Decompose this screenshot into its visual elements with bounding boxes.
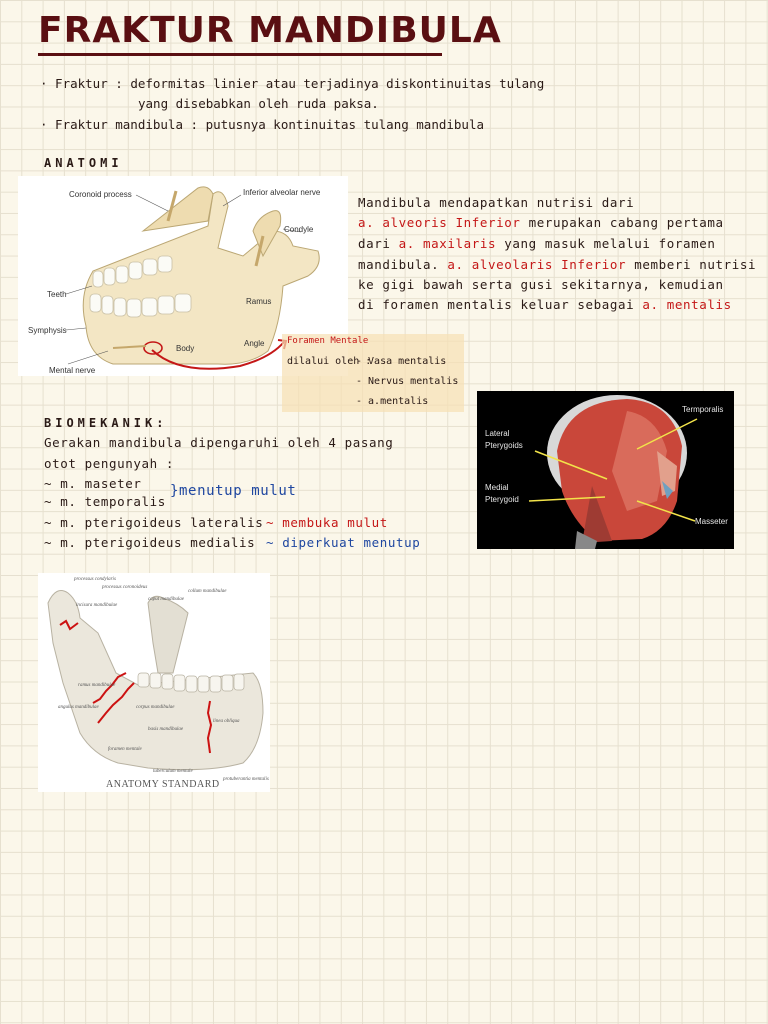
label-angulus: angulus mandibulae bbox=[58, 705, 99, 710]
label-ramus: ramus mandibulae bbox=[78, 683, 116, 688]
label-body: Body bbox=[176, 344, 195, 353]
nutrition-line-6: di foramen mentalis keluar sebagai a. me… bbox=[358, 297, 732, 312]
nutrition-line-2-rest: merupakan cabang pertama bbox=[520, 215, 724, 230]
label-condyle: Condyle bbox=[284, 225, 314, 234]
muscle-pterigoideus-medialis: ~ m. pterigoideus medialis bbox=[44, 535, 256, 550]
label-medial: Medial bbox=[485, 483, 509, 492]
a-alveolaris-inferior: a. alveolaris Inferior bbox=[447, 257, 627, 272]
biomekanik-line-1: Gerakan mandibula dipengaruhi oleh 4 pas… bbox=[44, 435, 394, 450]
label-proc-condylaris: processus condylaris bbox=[74, 577, 116, 582]
anatomy-standard-caption: ANATOMY STANDARD bbox=[106, 779, 220, 790]
label-symphysis: Symphysis bbox=[28, 326, 67, 335]
note-membuka-mulut: ~ membuka mulut bbox=[266, 515, 388, 530]
jaw-illustration bbox=[65, 186, 320, 365]
foramen-mentale-box bbox=[282, 334, 464, 412]
definition-fraktur-cont: yang disebabkan oleh ruda paksa. bbox=[138, 96, 379, 111]
note-diperkuat-menutup: ~ diperkuat menutup bbox=[266, 535, 421, 550]
definition-fraktur-prefix: · Fraktur : bbox=[40, 76, 131, 91]
nutrition-line-2: a. alveoris Inferior merupakan cabang pe… bbox=[358, 215, 724, 230]
definition-fraktur-mandibula: · Fraktur mandibula : putusnya kontinuit… bbox=[40, 117, 485, 132]
nutrition-line-1: Mandibula mendapatkan nutrisi dari bbox=[358, 195, 635, 210]
label-incisura: incisura mandibulae bbox=[76, 603, 118, 608]
biomekanik-line-2: otot pengunyah : bbox=[44, 456, 175, 471]
foramen-via: dilalui oleh : bbox=[287, 356, 372, 367]
nutrition-line-5: ke gigi bawah serta gusi sekitarnya, kem… bbox=[358, 277, 724, 292]
nutrition-line-6-pre: di foramen mentalis keluar sebagai bbox=[358, 297, 643, 312]
label-masseter: Masseter bbox=[695, 517, 728, 526]
label-linea-obliqua: linea obliqua bbox=[213, 719, 240, 724]
title-underline bbox=[38, 53, 442, 56]
nutrition-line-3-rest: yang masuk melalui foramen bbox=[496, 236, 716, 251]
label-foramen: foramen mentale bbox=[108, 747, 142, 752]
nutrition-line-4: mandibula. a. alveolaris Inferior member… bbox=[358, 257, 756, 272]
a-alveoris-inferior: a. alveoris Inferior bbox=[358, 215, 521, 230]
label-caput: caput mandibulae bbox=[148, 597, 184, 602]
foramen-item: - Vasa mentalis bbox=[356, 356, 447, 367]
muscle-maseter: ~ m. maseter bbox=[44, 476, 142, 491]
label-protuberantia: protuberantia mentalis bbox=[223, 777, 269, 782]
label-coronoid-process: Coronoid process bbox=[69, 190, 132, 199]
foramen-item: - Nervus mentalis bbox=[356, 376, 459, 387]
nutrition-line-3: dari a. maxilaris yang masuk melalui for… bbox=[358, 236, 716, 251]
label-corpus: corpus mandibulae bbox=[136, 705, 175, 710]
head-muscle-illustration bbox=[528, 395, 698, 549]
nutrition-line-3-pre: dari bbox=[358, 236, 399, 251]
mandible-bone-illustration bbox=[47, 590, 264, 771]
foramen-title: Foramen Mentale bbox=[287, 336, 369, 346]
muscle-temporalis: ~ m. temporalis bbox=[44, 494, 166, 509]
page-title: FRAKTUR MANDIBULA bbox=[38, 10, 502, 51]
definition-fraktur-text: deformitas linier atau terjadinya diskon… bbox=[130, 76, 545, 91]
biomekanik-heading: BIOMEKANIK: bbox=[44, 416, 168, 430]
note-menutup-mulut: }menutup mulut bbox=[170, 483, 297, 499]
definition-fraktur: · Fraktur : deformitas linier atau terja… bbox=[40, 76, 544, 91]
jaw-anatomy-figure: Coronoid process Inferior alveolar nerve… bbox=[18, 176, 348, 376]
nutrition-line-4-rest: memberi nutrisi bbox=[626, 257, 757, 272]
mandible-fracture-figure: processus condylaris processus coronoide… bbox=[38, 573, 270, 792]
label-mental-nerve: Mental nerve bbox=[49, 366, 96, 375]
label-lateral: Lateral bbox=[485, 429, 510, 438]
label-temporalis: Termporalis bbox=[682, 405, 724, 414]
label-pterygoids: Pterygoids bbox=[485, 441, 523, 450]
a-maxilaris: a. maxilaris bbox=[398, 236, 497, 251]
muscle-anatomy-figure: Termporalis Lateral Pterygoids Medial Pt… bbox=[477, 391, 734, 549]
label-pterygoid: Pterygoid bbox=[485, 495, 519, 504]
label-collum: collum mandibulae bbox=[188, 589, 227, 594]
label-tuberculum: tuberculum mentale bbox=[153, 769, 193, 774]
foramen-arrow bbox=[151, 339, 288, 370]
label-proc-coronoideus: processus coronoideus bbox=[102, 585, 148, 590]
muscle-pterigoideus-lateralis: ~ m. pterigoideus lateralis bbox=[44, 515, 264, 530]
label-ramus: Ramus bbox=[246, 297, 272, 306]
label-inferior-alveolar-nerve: Inferior alveolar nerve bbox=[243, 188, 321, 197]
label-basis: basis mandibulae bbox=[148, 727, 184, 732]
foramen-item: - a.mentalis bbox=[356, 396, 429, 407]
label-angle: Angle bbox=[244, 339, 265, 348]
label-teeth: Teeth bbox=[47, 290, 67, 299]
anatomi-heading: ANATOMI bbox=[44, 156, 123, 170]
nutrition-line-4-pre: mandibula. bbox=[358, 257, 448, 272]
a-mentalis: a. mentalis bbox=[642, 297, 732, 312]
